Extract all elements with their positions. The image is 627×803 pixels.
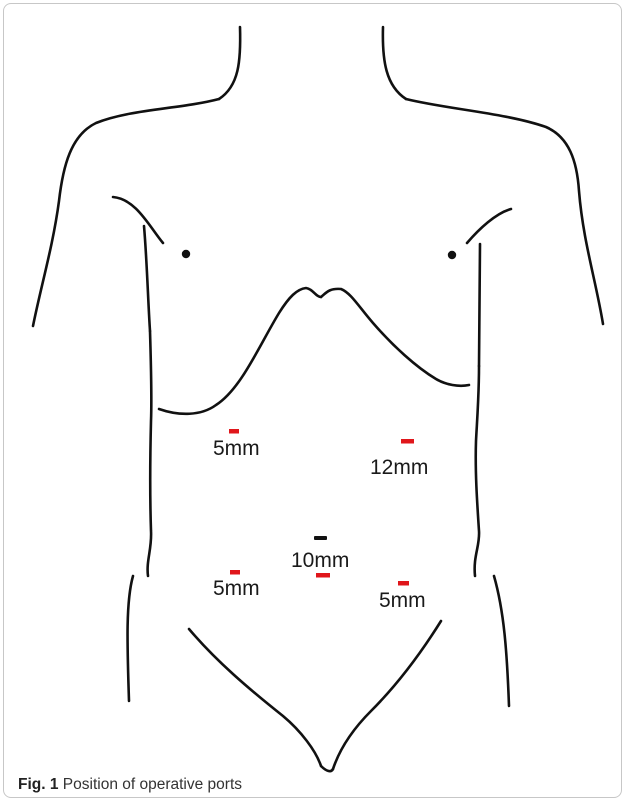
right-hip: [494, 576, 509, 706]
pubic-line: [321, 766, 333, 771]
port-label-left-upper: 5mm: [213, 437, 260, 460]
right-pectoral-line: [467, 209, 511, 243]
port-label-right-lower: 5mm: [379, 589, 426, 612]
neck-right-line: [383, 27, 406, 99]
figure-caption-text: Position of operative ports: [63, 776, 242, 793]
left-inner-arm: [144, 226, 150, 331]
umbilicus-marker: [314, 536, 327, 540]
figure-frame: 5mm 12mm 10mm 5mm 5mm Fig. 1 Position of…: [3, 3, 622, 798]
port-marker-left-upper: [229, 429, 239, 434]
port-marker-right-lower: [398, 581, 409, 586]
left-nipple: [182, 250, 190, 258]
left-pectoral-line: [113, 197, 163, 243]
rib-arch-right: [321, 289, 469, 386]
port-marker-left-lower: [230, 570, 240, 575]
right-inner-arm: [479, 244, 480, 366]
figure-caption: Fig. 1 Position of operative ports: [18, 776, 242, 794]
right-groin-line: [333, 621, 441, 769]
port-label-umbilical: 10mm: [291, 549, 349, 572]
left-groin-line: [189, 629, 321, 766]
figure-number: Fig. 1: [18, 776, 58, 793]
right-flank: [475, 366, 479, 576]
torso-diagram: 5mm 12mm 10mm 5mm 5mm: [4, 4, 622, 798]
left-flank: [148, 331, 152, 576]
port-marker-umbilical: [316, 573, 330, 578]
port-marker-right-upper: [401, 439, 414, 444]
neck-left-line: [219, 27, 240, 99]
rib-arch-left: [159, 288, 321, 414]
left-hip: [128, 576, 133, 701]
left-shoulder-arm: [33, 99, 219, 326]
right-nipple: [448, 251, 456, 259]
port-label-right-upper: 12mm: [370, 456, 428, 479]
port-label-left-lower: 5mm: [213, 577, 260, 600]
